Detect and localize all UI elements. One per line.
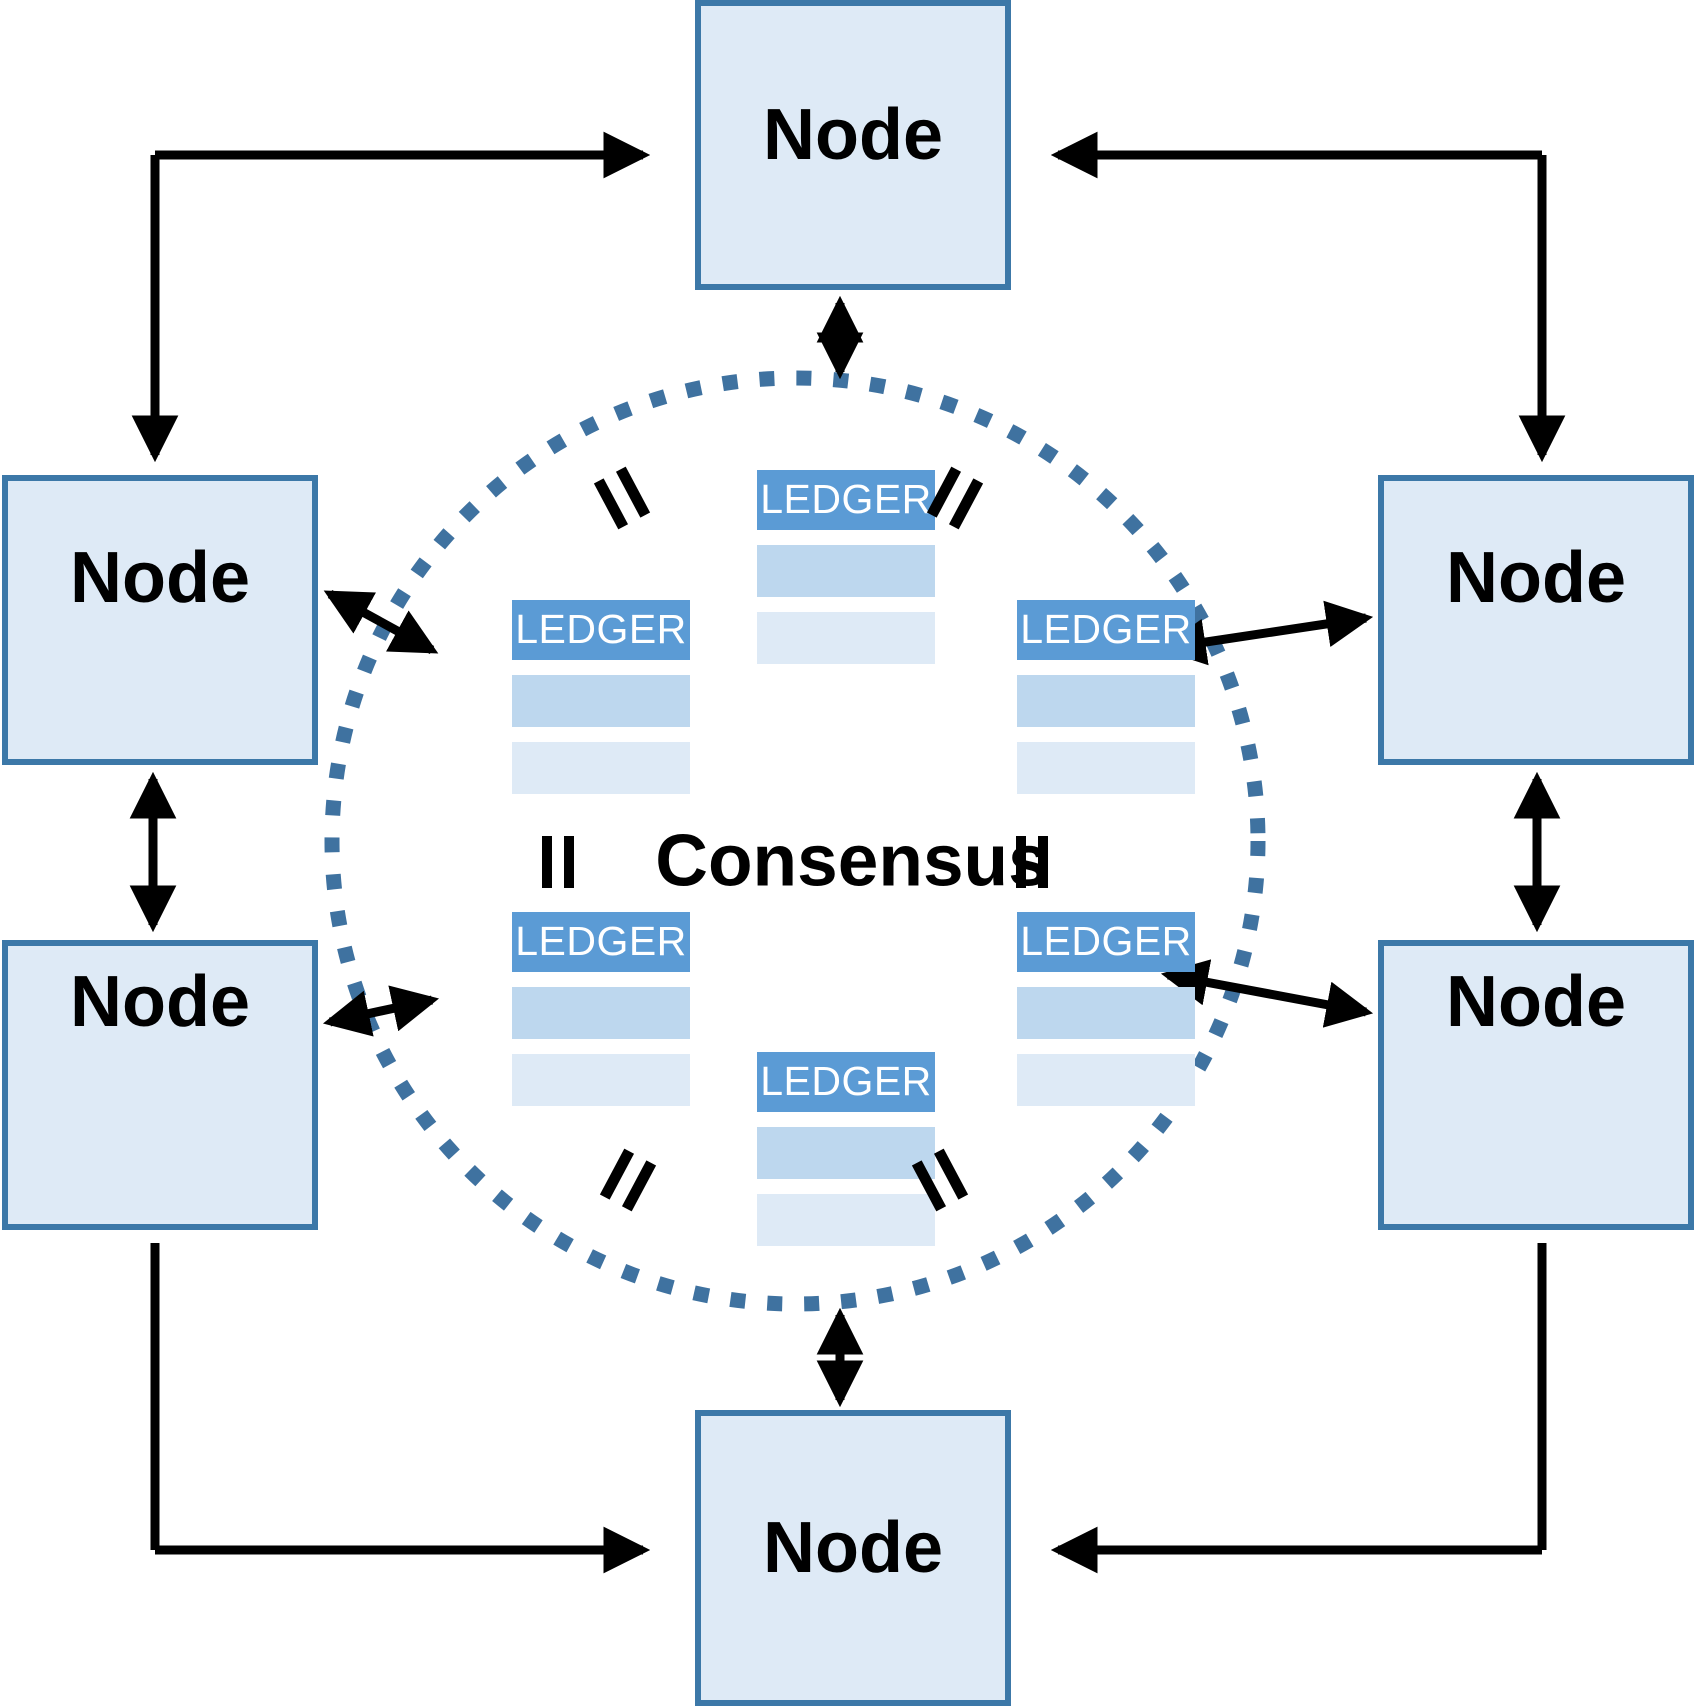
ledger-right-lower[interactable]: LEDGER bbox=[1017, 912, 1195, 1106]
conn-right-lower-to-center bbox=[1160, 959, 1374, 1028]
conn-right-loop-to-top bbox=[1050, 131, 1566, 463]
ledger-right-upper-label: LEDGER bbox=[1020, 606, 1192, 652]
node-right-lower-label: Node bbox=[1446, 962, 1626, 1042]
node-left-upper-label: Node bbox=[70, 538, 250, 618]
node-left-lower-label: Node bbox=[70, 962, 250, 1042]
ledger-top-label: LEDGER bbox=[760, 476, 932, 522]
ledger-bottom-label: LEDGER bbox=[760, 1058, 932, 1104]
ledger-left-upper-label: LEDGER bbox=[515, 606, 687, 652]
node-right-upper-label: Node bbox=[1446, 538, 1626, 618]
ledger-top[interactable]: LEDGER bbox=[757, 470, 935, 664]
node-left-lower[interactable]: Node bbox=[2, 940, 318, 1230]
conn-left-upper-to-center bbox=[323, 590, 439, 654]
consensus-label: Consensus bbox=[655, 820, 1048, 901]
equals-mid-right-icon bbox=[1016, 836, 1048, 888]
equals-top-left-icon bbox=[593, 466, 651, 530]
node-bottom-label: Node bbox=[763, 1508, 943, 1588]
conn-left-lower-to-center bbox=[322, 985, 440, 1037]
ledger-left-upper[interactable]: LEDGER bbox=[512, 600, 690, 794]
equals-mid-left-icon bbox=[542, 836, 574, 888]
equals-top-right-icon bbox=[926, 466, 984, 530]
equals-bottom-right-icon bbox=[911, 1148, 969, 1212]
ledger-left-lower[interactable]: LEDGER bbox=[512, 912, 690, 1106]
ledger-bottom[interactable]: LEDGER bbox=[757, 1052, 935, 1246]
node-right-lower[interactable]: Node bbox=[1378, 940, 1694, 1230]
conn-left-loop-to-top bbox=[131, 131, 651, 463]
node-top-label: Node bbox=[763, 95, 943, 175]
ledger-right-lower-label: LEDGER bbox=[1020, 918, 1192, 964]
equals-bottom-left-icon bbox=[599, 1148, 657, 1212]
node-left-upper[interactable]: Node bbox=[2, 475, 318, 765]
node-right-upper[interactable]: Node bbox=[1378, 475, 1694, 765]
consensus-circle bbox=[324, 370, 1266, 1312]
ledger-left-lower-label: LEDGER bbox=[515, 918, 687, 964]
node-top[interactable]: Node bbox=[695, 0, 1011, 290]
ledger-right-upper[interactable]: LEDGER bbox=[1017, 600, 1195, 794]
conn-bottom-from-right-lower bbox=[1050, 1243, 1547, 1574]
node-bottom[interactable]: Node bbox=[695, 1410, 1011, 1706]
conn-bottom-from-left-lower bbox=[150, 1243, 651, 1574]
conn-right-upper-to-center bbox=[1158, 600, 1374, 666]
